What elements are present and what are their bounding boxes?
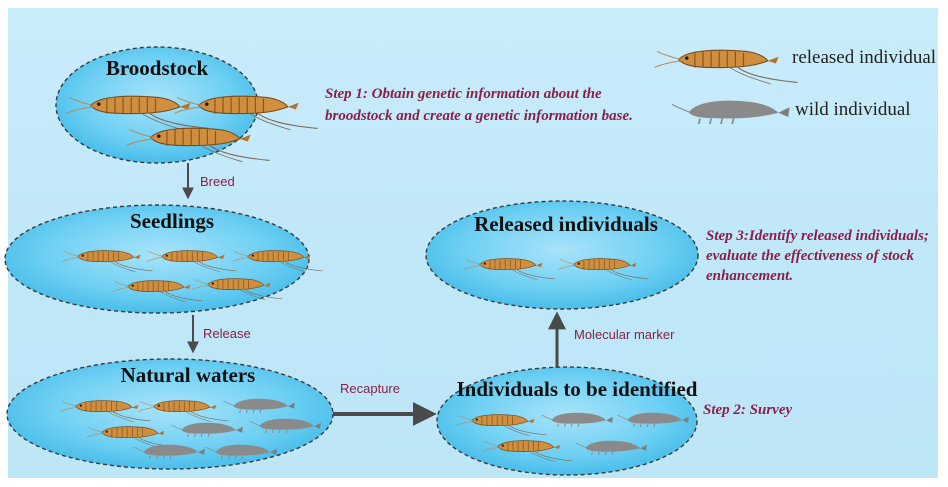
natural-waters-title: Natural waters (121, 363, 256, 387)
step1-line1: Step 1: Obtain genetic information about… (325, 86, 602, 102)
step3-line1: Step 3:Identify released individuals; (706, 228, 929, 244)
step1-line2: broodstock and create a genetic informat… (325, 108, 633, 124)
step2-text: Step 2: Survey (703, 402, 793, 418)
step3-line3: enhancement. (706, 268, 793, 284)
to-identify-title: Individuals to be identified (457, 377, 698, 401)
legend-released-label: released individual (792, 47, 936, 68)
legend: released individual wild individual (654, 47, 936, 124)
legend-wild-icon (672, 101, 790, 124)
broodstock-title: Broodstock (106, 56, 209, 80)
step3-line2: evaluate the effectiveness of stock (706, 248, 914, 264)
legend-released-icon (654, 50, 797, 84)
release-label: Release (203, 326, 251, 341)
released-title: Released individuals (474, 212, 658, 236)
legend-wild-label: wild individual (795, 99, 911, 120)
marker-label: Molecular marker (574, 327, 675, 342)
breed-label: Breed (200, 174, 235, 189)
recapture-label: Recapture (340, 381, 400, 396)
seedlings-title: Seedlings (130, 209, 214, 233)
